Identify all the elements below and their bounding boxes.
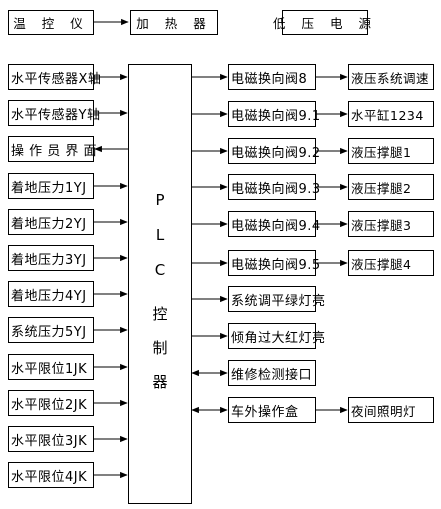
plc-label-char: L <box>155 226 165 244</box>
output-box-7: 系统调平绿灯亮 <box>228 286 325 312</box>
actuator-box-2-label: 水平缸1234 <box>351 107 424 123</box>
output-box-10: 车外操作盒 <box>228 397 316 423</box>
low-voltage-supply-label: 低 压 电 源 <box>273 16 377 31</box>
actuator-box-5-label: 液压撑腿3 <box>351 217 412 233</box>
output-box-1-label: 电磁换向阀8 <box>231 71 308 87</box>
input-box-8: 系统压力5YJ <box>8 317 94 343</box>
output-box-2: 电磁换向阀9.1 <box>228 101 320 127</box>
output-box-10-label: 车外操作盒 <box>231 404 299 420</box>
output-box-7-label: 系统调平绿灯亮 <box>231 293 326 309</box>
actuator-box-6: 液压撑腿4 <box>348 250 434 276</box>
output-box-2-label: 电磁换向阀9.1 <box>231 108 321 124</box>
actuator-box-7-label: 夜间照明灯 <box>351 403 417 419</box>
input-box-11-label: 水平限位3JK <box>11 433 88 449</box>
temperature-controller-label: 温 控 仪 <box>13 16 89 31</box>
actuator-box-2: 水平缸1234 <box>348 101 434 127</box>
input-box-12: 水平限位4JK <box>8 462 94 488</box>
heater-label: 加 热 器 <box>136 16 212 31</box>
input-box-5-label: 着地压力2YJ <box>11 216 87 232</box>
input-box-7: 着地压力4YJ <box>8 281 94 307</box>
actuator-box-7: 夜间照明灯 <box>348 397 434 423</box>
input-box-1-label: 水平传感器X轴 <box>11 71 102 87</box>
input-box-5: 着地压力2YJ <box>8 209 94 235</box>
output-box-6-label: 电磁换向阀9.5 <box>231 257 321 273</box>
input-box-3: 操 作 员 界 面 <box>8 136 98 162</box>
output-box-8: 倾角过大红灯亮 <box>228 323 325 349</box>
plc-label-char: P <box>155 191 165 209</box>
input-box-2-label: 水平传感器Y轴 <box>11 107 101 123</box>
input-box-10: 水平限位2JK <box>8 390 94 416</box>
input-box-6-label: 着地压力3YJ <box>11 252 87 268</box>
output-box-6: 电磁换向阀9.5 <box>228 250 320 276</box>
input-box-4: 着地压力1YJ <box>8 173 94 199</box>
output-box-3: 电磁换向阀9.2 <box>228 138 320 164</box>
input-box-11: 水平限位3JK <box>8 426 94 452</box>
low-voltage-supply-box: 低 压 电 源 <box>273 10 371 35</box>
output-box-4-label: 电磁换向阀9.3 <box>231 181 321 197</box>
actuator-box-1-label: 液压系统调速 <box>351 70 430 86</box>
input-box-4-label: 着地压力1YJ <box>11 180 87 196</box>
plc-label-char: 控 <box>152 305 168 323</box>
input-box-10-label: 水平限位2JK <box>11 397 88 413</box>
input-box-2: 水平传感器Y轴 <box>8 100 100 126</box>
actuator-box-1: 液压系统调速 <box>348 64 434 90</box>
actuator-box-4-label: 液压撑腿2 <box>351 180 412 196</box>
input-box-9-label: 水平限位1JK <box>11 361 88 377</box>
plc-label-char: 制 <box>152 339 168 357</box>
input-box-3-label: 操 作 员 界 面 <box>11 143 98 159</box>
output-box-3-label: 电磁换向阀9.2 <box>231 145 321 161</box>
temperature-controller-box: 温 控 仪 <box>8 10 94 35</box>
output-box-9-label: 维修检测接口 <box>231 367 313 383</box>
input-box-9: 水平限位1JK <box>8 354 94 380</box>
input-box-6: 着地压力3YJ <box>8 245 94 271</box>
actuator-box-3: 液压撑腿1 <box>348 138 434 164</box>
output-box-9: 维修检测接口 <box>228 360 316 386</box>
plc-label-char: 器 <box>152 373 168 391</box>
output-box-5-label: 电磁换向阀9.4 <box>231 218 321 234</box>
input-box-8-label: 系统压力5YJ <box>11 324 87 340</box>
actuator-box-6-label: 液压撑腿4 <box>351 256 412 272</box>
plc-label-char: C <box>154 261 166 279</box>
heater-box: 加 热 器 <box>130 10 218 35</box>
output-box-5: 电磁换向阀9.4 <box>228 211 320 237</box>
input-box-7-label: 着地压力4YJ <box>11 288 87 304</box>
output-box-1: 电磁换向阀8 <box>228 64 316 90</box>
output-box-4: 电磁换向阀9.3 <box>228 174 320 200</box>
input-box-1: 水平传感器X轴 <box>8 64 101 90</box>
output-box-8-label: 倾角过大红灯亮 <box>231 330 326 346</box>
actuator-box-5: 液压撑腿3 <box>348 211 434 237</box>
actuator-box-4: 液压撑腿2 <box>348 174 434 200</box>
input-box-12-label: 水平限位4JK <box>11 469 88 485</box>
actuator-box-3-label: 液压撑腿1 <box>351 144 412 160</box>
